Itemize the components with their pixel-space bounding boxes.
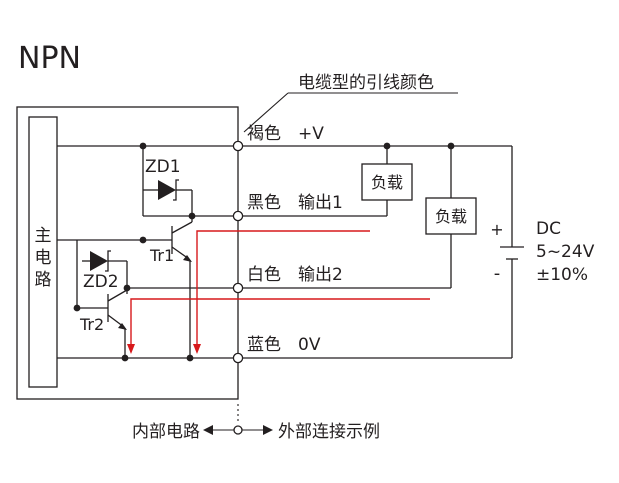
main-circuit-char-1: 主 [35,226,52,246]
terminal-blue [232,352,244,364]
terminal-brown-signal: +V [298,124,324,144]
junction-tr2-ground [121,354,129,362]
tr1-collector [171,221,193,234]
tr2-collector [107,289,128,302]
external-connection-label: 外部连接示例 [278,422,380,442]
terminal-white-signal: 输出2 [298,265,343,285]
junction-output1 [188,212,196,220]
load1-box [361,163,413,201]
zd2-zener-icon [90,251,108,271]
junction-tr1-base [139,236,147,244]
supply-type: DC [536,219,561,239]
terminal-blue-color: 蓝色 [247,335,281,355]
terminal-black-color: 黑色 [247,193,281,213]
zd1-zener-bar [173,179,179,201]
output2-current-arrow [130,298,430,346]
zd2-zener-bar [105,250,111,272]
internal-arrow-icon [203,425,213,435]
terminal-brown [232,140,244,152]
zd1-zener-icon [158,180,176,200]
load2-label: 负载 [435,207,467,226]
junction-load1-plus [383,142,391,150]
terminal-black [232,210,244,222]
tr2-label: Tr2 [79,315,104,334]
cable-label-leader [243,92,289,133]
output1-current-arrow [196,230,370,346]
terminal-black-signal: 输出1 [298,193,343,213]
supply-plus-sign: + [490,220,503,239]
junction-output2 [123,284,131,292]
boundary-marker [233,425,243,435]
supply-voltage: 5~24V [536,242,595,262]
main-circuit-block [28,116,58,388]
zd2-label: ZD2 [83,272,119,292]
junction-tr1-ground [186,354,194,362]
supply-tolerance: ±10% [536,265,588,285]
external-arrow-icon [263,425,273,435]
diagram-title: NPN [18,41,81,76]
terminal-blue-signal: 0V [298,335,321,355]
terminal-white-color: 白色 [247,265,281,285]
main-circuit-char-3: 路 [35,270,52,290]
zd1-label: ZD1 [145,157,181,177]
output1-current-arrowhead-icon [193,344,201,354]
junction-load2-plus [447,142,455,150]
internal-circuit-box [16,106,239,400]
cable-color-label: 电缆型的引线颜色 [298,73,434,93]
junction-zd1-plus [139,142,147,150]
output2-current-arrowhead-icon [127,344,135,354]
junction-tr2-base [73,304,81,312]
load2-box [425,197,477,235]
internal-circuit-label: 内部电路 [132,422,200,442]
supply-minus-sign: - [494,263,501,284]
terminal-white [232,282,244,294]
terminal-brown-color: 褐色 [247,124,281,144]
tr1-label: Tr1 [149,246,174,265]
main-circuit-char-2: 电 [35,248,52,268]
load1-label: 负载 [371,173,403,192]
